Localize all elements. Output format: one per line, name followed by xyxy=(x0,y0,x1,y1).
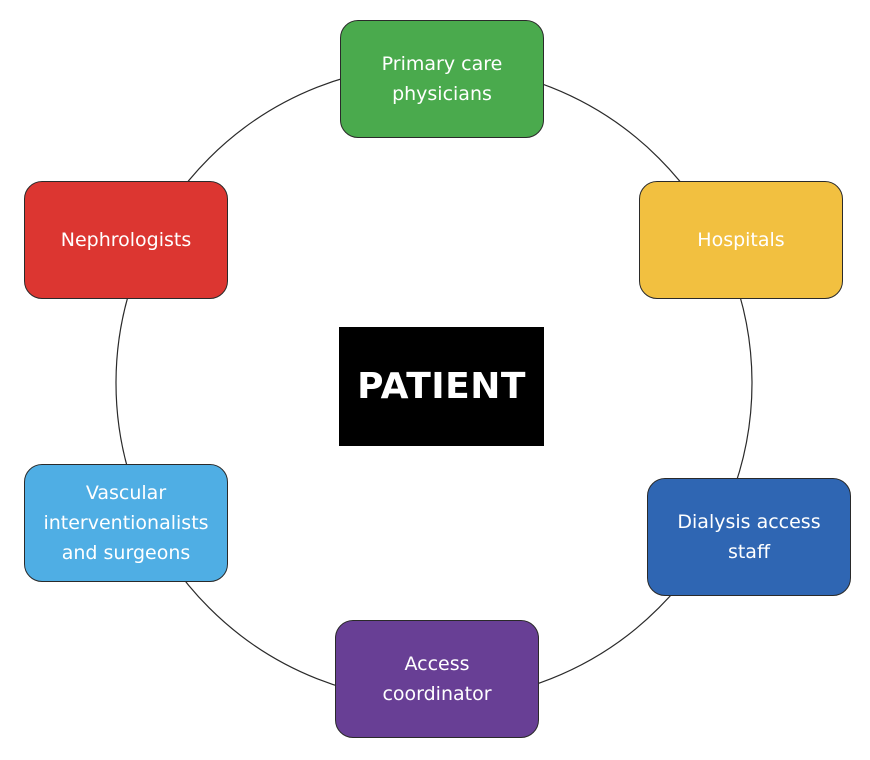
node-label-line: Hospitals xyxy=(697,229,785,251)
node-vascular-interventionalists: Vascular interventionalists and surgeons xyxy=(24,464,228,582)
node-nephrologists: Nephrologists xyxy=(24,181,228,299)
node-label-line: Nephrologists xyxy=(60,229,192,251)
node-dialysis-access-staff: Dialysis access staff xyxy=(647,478,851,596)
node-label-line: Primary care xyxy=(381,53,503,75)
node-label-line: Dialysis access xyxy=(677,511,821,533)
node-label-line: Access xyxy=(404,653,470,675)
node-primary-care-physicians: Primary care physicians xyxy=(340,20,544,138)
node-label-line: and surgeons xyxy=(61,542,191,564)
node-label-line: staff xyxy=(727,541,771,563)
center-patient-box: PATIENT xyxy=(339,327,544,446)
node-label-line: physicians xyxy=(392,83,492,105)
center-label: PATIENT xyxy=(357,366,526,407)
node-access-coordinator: Access coordinator xyxy=(335,620,539,738)
node-label-line: coordinator xyxy=(382,683,492,705)
node-hospitals: Hospitals xyxy=(639,181,843,299)
node-label-line: Vascular xyxy=(85,482,167,504)
node-label-line: interventionalists xyxy=(43,512,209,534)
